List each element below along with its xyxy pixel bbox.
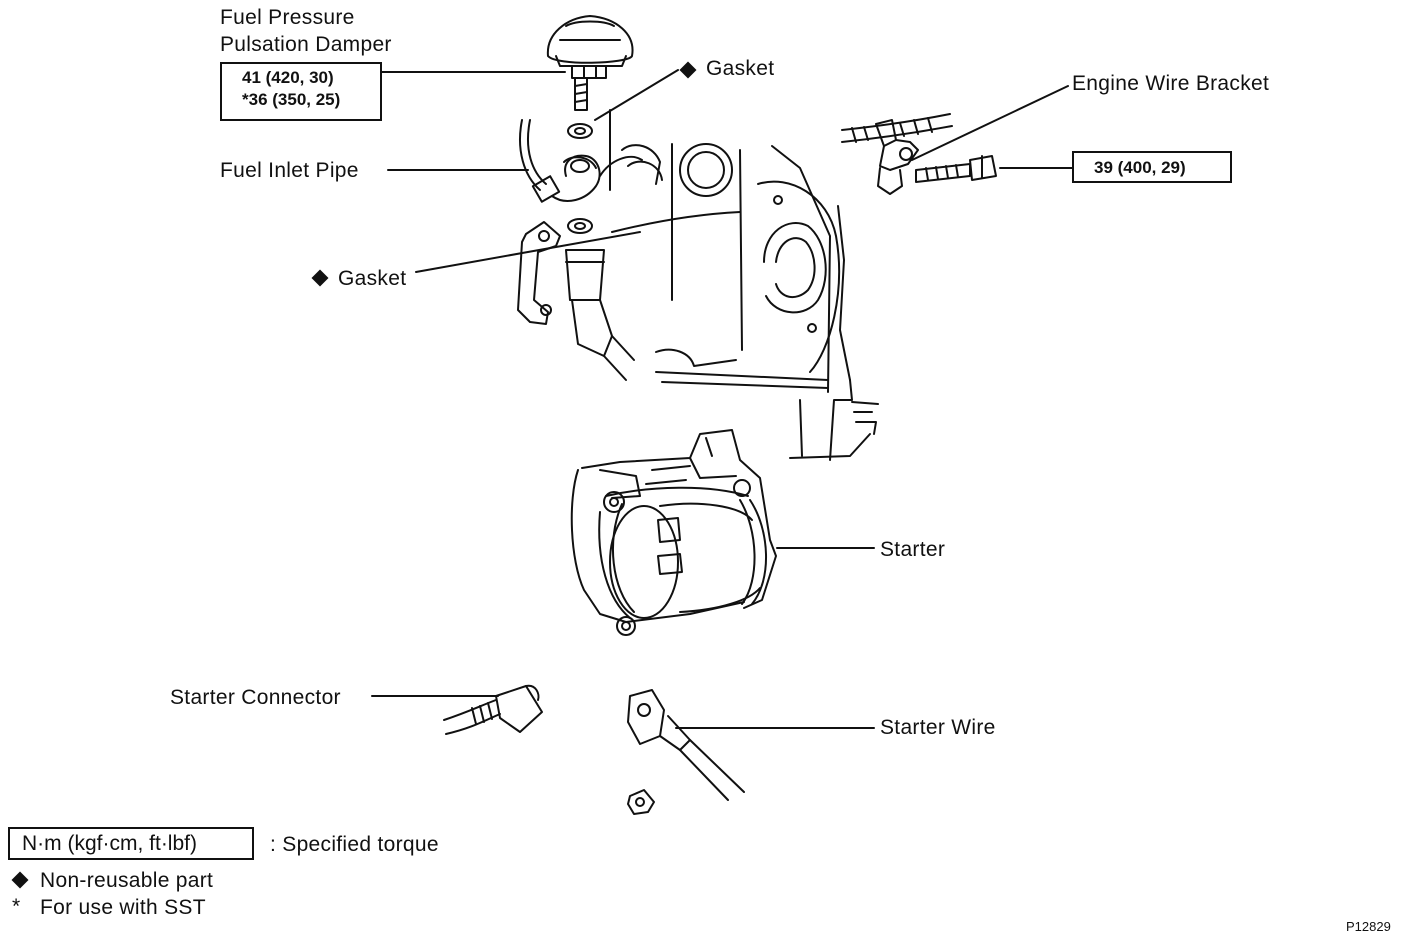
label-fuel-inlet-pipe: Fuel Inlet Pipe xyxy=(220,159,359,182)
legend-sst: For use with SST xyxy=(40,896,206,919)
delivery-pipe-bracket-drawing xyxy=(517,221,635,381)
leader-lines xyxy=(371,69,1073,729)
starter-wire-drawing xyxy=(627,689,745,815)
pulsation-damper-drawing xyxy=(546,15,634,111)
torque-damper-line1: 41 (420, 30) xyxy=(242,68,334,87)
label-damper-line1: Fuel Pressure xyxy=(220,6,355,29)
label-starter: Starter xyxy=(880,538,946,561)
engine-wire-bracket-drawing xyxy=(841,113,997,195)
starter-drawing xyxy=(570,429,777,636)
label-starter-wire: Starter Wire xyxy=(880,716,996,739)
gasket-drawings xyxy=(567,123,593,234)
legend-unit-desc: : Specified torque xyxy=(270,833,439,856)
figure-id: P12829 xyxy=(1346,919,1391,934)
starter-connector-drawing xyxy=(443,684,543,735)
legend-unit-box: N·m (kgf·cm, ft·lbf) xyxy=(8,827,254,860)
torque-bracket-bolt: 39 (400, 29) xyxy=(1094,158,1186,177)
engine-block-drawing xyxy=(599,109,879,461)
label-starter-connector: Starter Connector xyxy=(170,686,341,709)
torque-box-damper: 41 (420, 30) *36 (350, 25) xyxy=(220,62,382,121)
legend-sst-mark: * xyxy=(12,895,21,918)
fuel-inlet-pipe-drawing xyxy=(519,119,601,203)
torque-damper-line2: *36 (350, 25) xyxy=(242,90,341,109)
legend-nonreusable: Non-reusable part xyxy=(40,869,214,892)
label-engine-wire-bracket: Engine Wire Bracket xyxy=(1072,72,1270,95)
label-gasket-lower: Gasket xyxy=(338,267,407,290)
torque-box-bracket-bolt: 39 (400, 29) xyxy=(1072,151,1232,183)
label-damper-line2: Pulsation Damper xyxy=(220,33,392,56)
label-gasket-top: Gasket xyxy=(706,57,775,80)
